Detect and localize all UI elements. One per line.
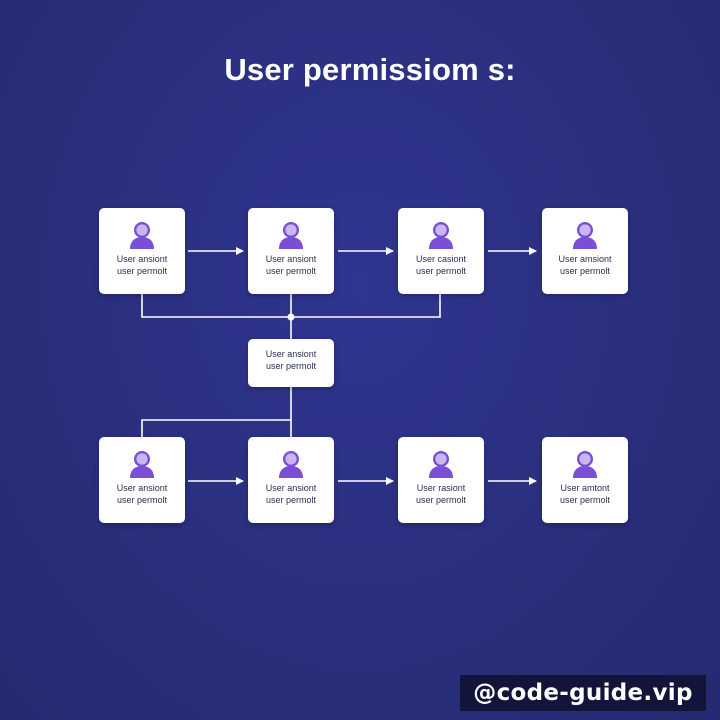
- node-label-line1: User ansiont: [265, 254, 317, 264]
- node-label-line2: user permolt: [559, 495, 611, 505]
- watermark: @code-guide.vip: [460, 675, 706, 711]
- node-label-line2: user permolt: [265, 361, 317, 371]
- user-icon: [130, 451, 154, 478]
- user-icon: [573, 451, 597, 478]
- node-label-line1: User amtont: [560, 483, 610, 493]
- node-label-line1: User amsiont: [558, 254, 612, 264]
- bracket-bottom-left: [141, 419, 291, 437]
- node-label-line2: user permolt: [559, 266, 611, 276]
- bottom-node-4[interactable]: User amtont user permolt: [542, 437, 628, 523]
- node-label-line2: user permolt: [265, 266, 317, 276]
- node-label-line1: User ansiont: [116, 483, 168, 493]
- top-node-2[interactable]: User ansiont user permolt: [248, 208, 334, 294]
- bottom-node-2[interactable]: User ansiont user permolt: [248, 437, 334, 523]
- node-label-line2: user permolt: [116, 266, 168, 276]
- diagram-title: User permissiom s:: [224, 52, 516, 87]
- user-icon: [429, 222, 453, 249]
- node-label-line1: User ansiont: [265, 483, 317, 493]
- user-icon: [279, 451, 303, 478]
- user-icon: [279, 222, 303, 249]
- top-node-3[interactable]: User casiont user permolt: [398, 208, 484, 294]
- user-icon: [573, 222, 597, 249]
- top-node-1[interactable]: User ansiont user permolt: [99, 208, 185, 294]
- top-node-4[interactable]: User amsiont user permolt: [542, 208, 628, 294]
- middle-node[interactable]: User ansiont user permolt: [248, 339, 334, 387]
- bottom-node-3[interactable]: User rasiont user permolt: [398, 437, 484, 523]
- node-label-line1: User ansiont: [116, 254, 168, 264]
- node-label-line2: user permolt: [265, 495, 317, 505]
- node-label-line2: user permolt: [415, 495, 467, 505]
- node-label-line2: user permolt: [116, 495, 168, 505]
- node-label-line2: user permolt: [415, 266, 467, 276]
- node-label-line1: User casiont: [415, 254, 467, 264]
- user-icon: [128, 220, 156, 249]
- node-label-line1: User ansiont: [265, 349, 317, 359]
- bottom-node-1[interactable]: User ansiont user permolt: [99, 437, 185, 523]
- user-icon: [429, 451, 453, 478]
- node-label-line1: User rasiont: [416, 483, 466, 493]
- junction-dot: [287, 313, 295, 321]
